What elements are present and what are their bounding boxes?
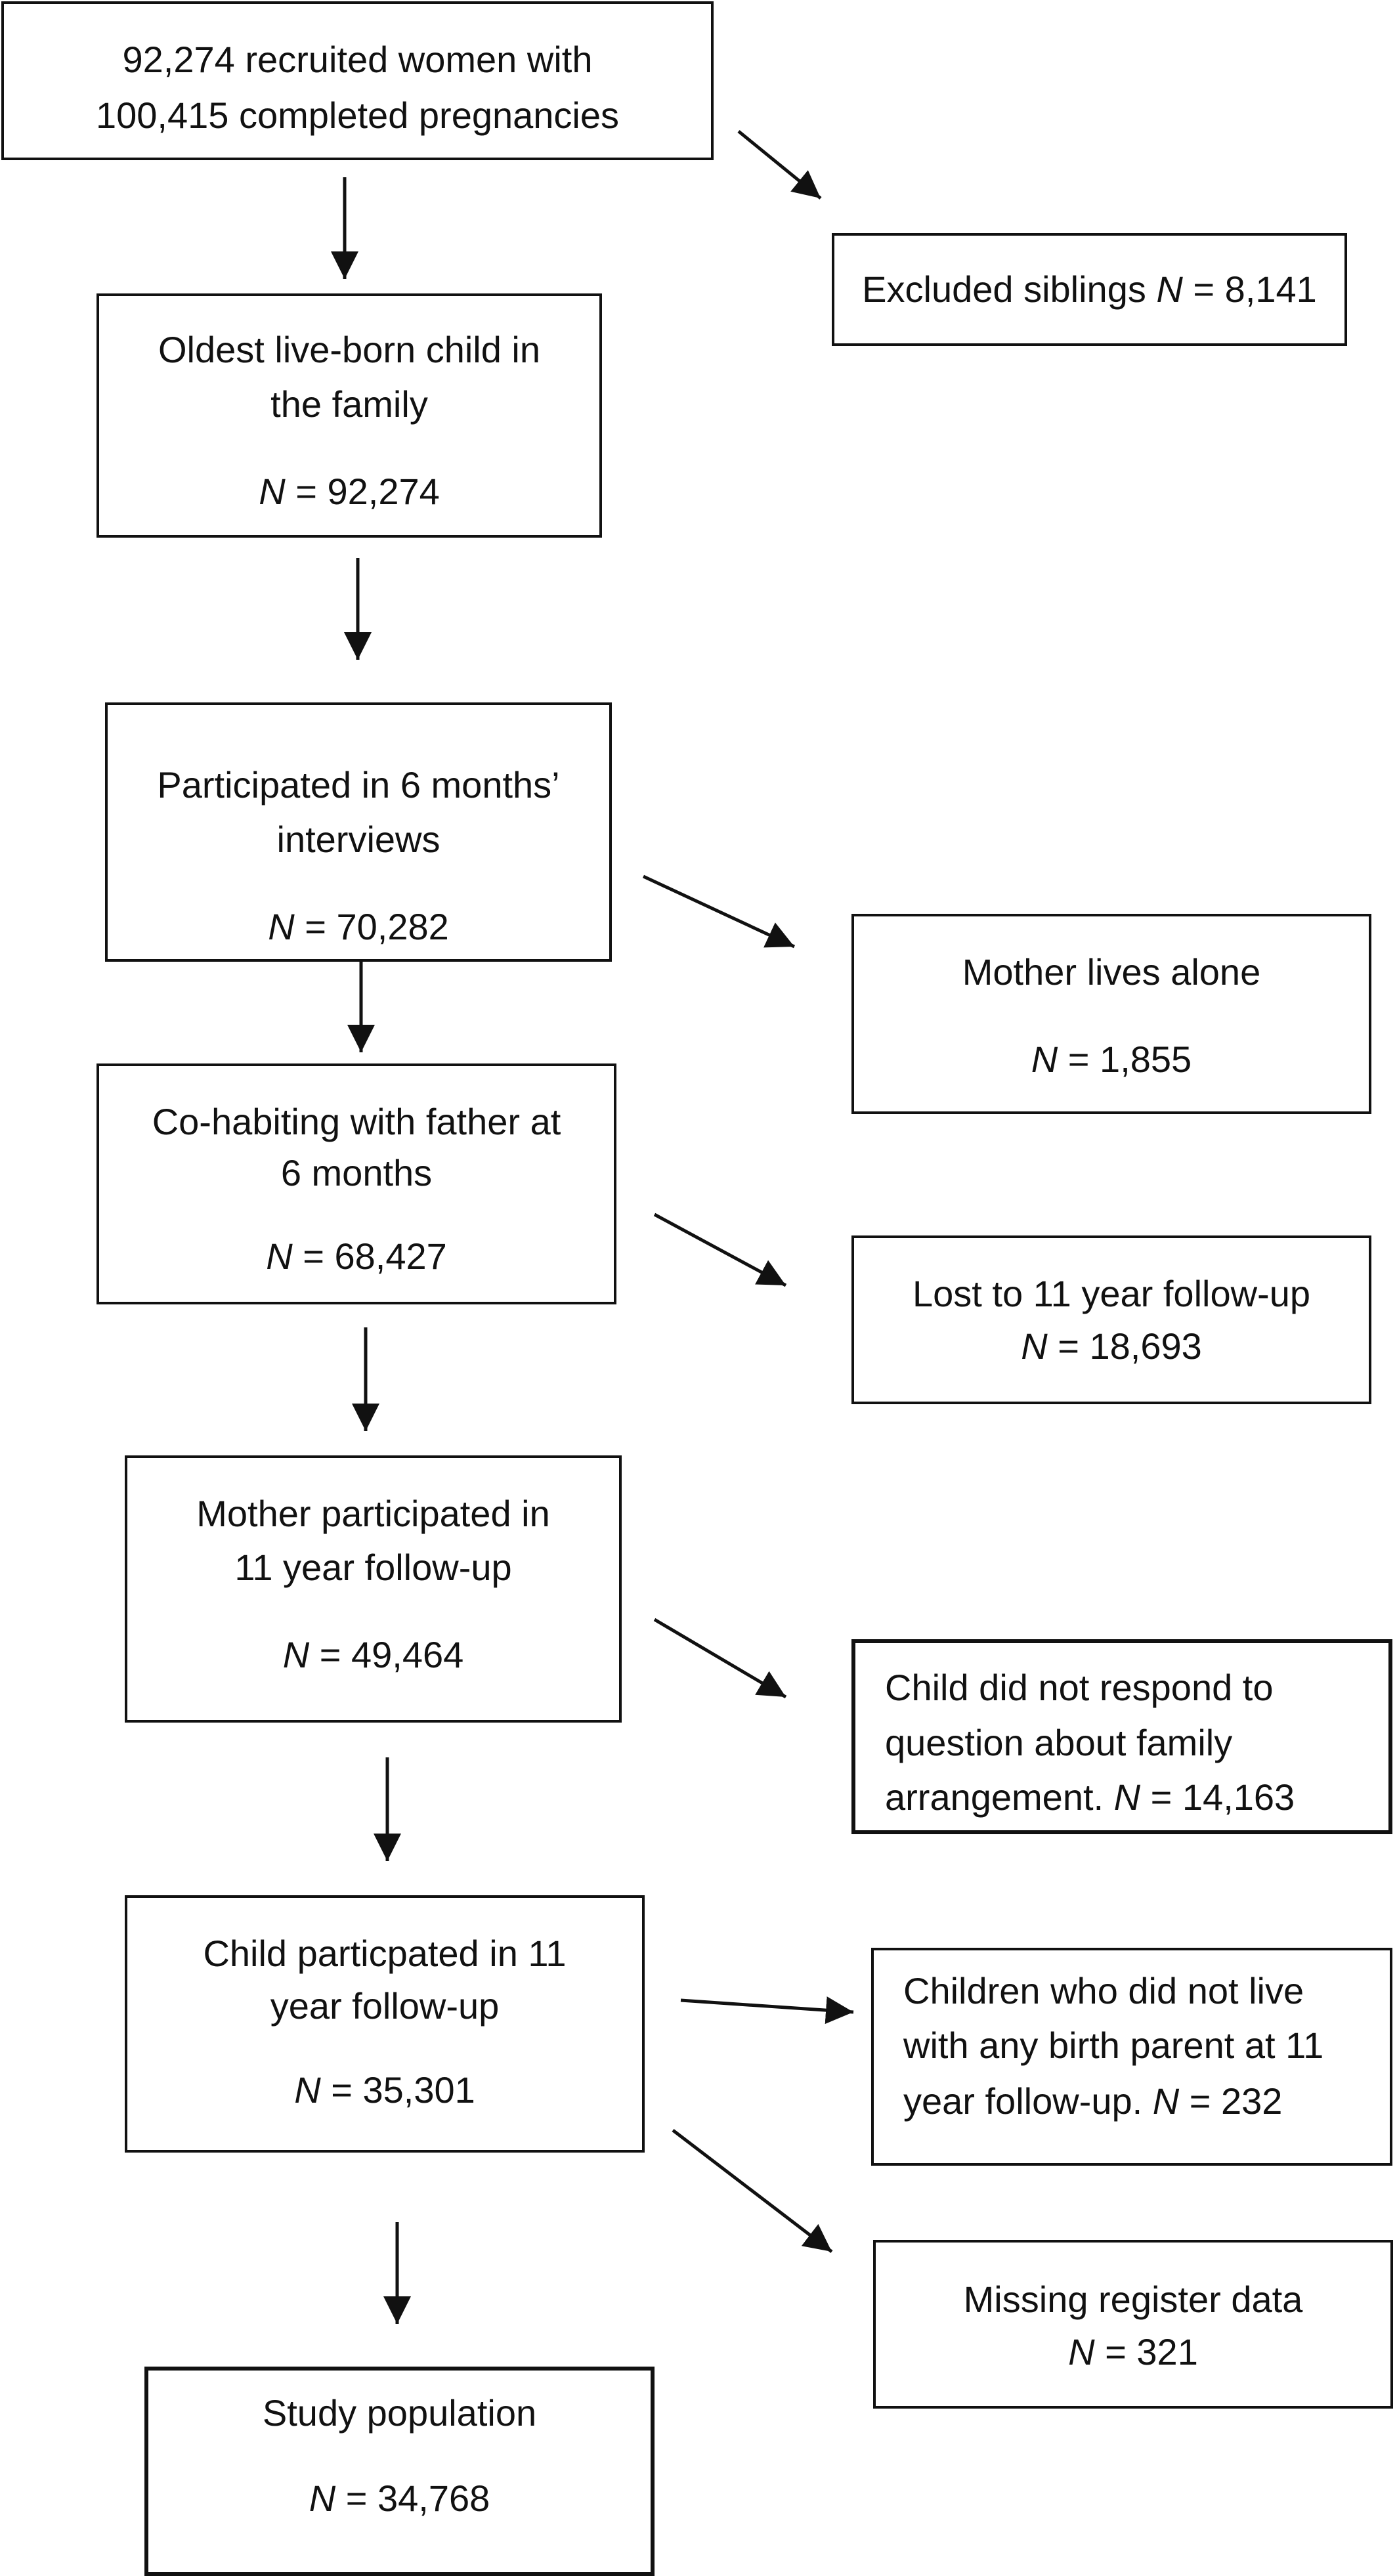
oldest-n: N = 92,274: [99, 465, 599, 518]
nobirthparent-line3: year follow-up. N = 232: [903, 2075, 1383, 2128]
excluded-siblings-text: Excluded siblings: [862, 268, 1157, 310]
excluded-siblings-line: Excluded siblings N = 8,141: [834, 263, 1344, 316]
arrow-child-to-missing: [672, 2129, 833, 2253]
box-study-population: Study population N = 34,768: [144, 2367, 655, 2576]
box-mother-participated: Mother participated in 11 year follow-up…: [125, 1455, 622, 1723]
n-label: N: [266, 1235, 293, 1277]
n-value: = 1,855: [1058, 1039, 1192, 1080]
n-label: N: [294, 2069, 321, 2111]
box-child-no-response: Child did not respond to question about …: [851, 1639, 1392, 1834]
n-label: N: [309, 2478, 336, 2519]
box-recruited: 92,274 recruited women with 100,415 comp…: [1, 1, 714, 160]
nobirthparent-line2: with any birth parent at 11: [903, 2025, 1324, 2066]
lost-line1: Lost to 11 year follow-up: [913, 1273, 1310, 1314]
study-line1: Study population: [262, 2392, 537, 2434]
box-mother-alone: Mother lives alone N = 1,855: [851, 914, 1371, 1114]
n-value: = 49,464: [309, 1634, 464, 1675]
mother-participated-line2: 11 year follow-up: [234, 1547, 512, 1588]
child-participated-line2: year follow-up: [270, 1985, 500, 2027]
arrow-recruited-to-excluded: [737, 130, 822, 200]
n-value: = 8,141: [1182, 268, 1317, 310]
arrow-participated-to-alone: [642, 874, 796, 949]
n-label: N: [268, 906, 295, 947]
noresponse-line1: Child did not respond to: [885, 1667, 1274, 1708]
cohabiting-n: N = 68,427: [99, 1230, 614, 1283]
nobirthparent-line1: Children who did not live: [903, 1970, 1304, 2011]
oldest-line2: the family: [270, 383, 428, 425]
arrow-mother-to-noresponse: [653, 1618, 787, 1699]
cohabiting-line2: 6 months: [280, 1152, 433, 1193]
n-value: = 34,768: [335, 2478, 490, 2519]
box-child-participated: Child particpated in 11 year follow-up N…: [125, 1895, 645, 2153]
recruited-line1: 92,274 recruited women with: [122, 39, 593, 80]
n-value: = 70,282: [294, 906, 449, 947]
n-label: N: [1068, 2331, 1095, 2372]
box-no-birth-parent: Children who did not live with any birth…: [871, 1948, 1392, 2166]
n-value: = 92,274: [285, 471, 440, 512]
n-label: N: [282, 1634, 310, 1675]
n-value: = 68,427: [292, 1235, 447, 1277]
mother-participated-n: N = 49,464: [127, 1629, 619, 1681]
box-oldest-child: Oldest live-born child in the family N =…: [97, 293, 602, 538]
noresponse-line3: arrangement. N = 14,163: [885, 1771, 1382, 1824]
n-value: = 321: [1094, 2331, 1198, 2372]
noresponse-line3-text: arrangement.: [885, 1776, 1114, 1818]
participated-line1: Participated in 6 months’: [157, 764, 560, 805]
arrow-cohabiting-to-lost: [653, 1213, 787, 1287]
n-label: N: [1152, 2080, 1180, 2122]
box-excluded-siblings: Excluded siblings N = 8,141: [832, 233, 1347, 346]
child-participated-n: N = 35,301: [127, 2064, 642, 2116]
n-label: N: [1031, 1039, 1058, 1080]
missing-n: N = 321: [876, 2326, 1390, 2378]
mother-participated-line1: Mother participated in: [196, 1493, 550, 1534]
n-value: = 14,163: [1140, 1776, 1295, 1818]
box-lost-followup: Lost to 11 year follow-up N = 18,693: [851, 1235, 1371, 1404]
participated-line2: interviews: [276, 819, 441, 860]
cohabiting-line1: Co-habiting with father at: [152, 1101, 561, 1142]
oldest-line1: Oldest live-born child in: [158, 329, 541, 370]
missing-line1: Missing register data: [963, 2279, 1303, 2320]
n-value: = 232: [1179, 2080, 1283, 2122]
n-label: N: [1156, 268, 1183, 310]
n-label: N: [1021, 1325, 1048, 1367]
nobirthparent-line3-text: year follow-up.: [903, 2080, 1153, 2122]
child-participated-line1: Child particpated in 11: [203, 1933, 567, 1974]
lost-n: N = 18,693: [854, 1320, 1369, 1373]
n-value: = 35,301: [320, 2069, 475, 2111]
participated-n: N = 70,282: [108, 901, 609, 953]
n-label: N: [1113, 1776, 1141, 1818]
mother-alone-line1: Mother lives alone: [962, 951, 1261, 993]
box-participated-6m: Participated in 6 months’ interviews N =…: [105, 702, 612, 962]
arrow-child-to-nobirthparent: [680, 1996, 854, 2025]
recruited-line2: 100,415 completed pregnancies: [95, 95, 619, 136]
n-value: = 18,693: [1047, 1325, 1202, 1367]
box-cohabiting: Co-habiting with father at 6 months N = …: [97, 1063, 616, 1304]
box-missing-register: Missing register data N = 321: [873, 2240, 1393, 2409]
mother-alone-n: N = 1,855: [854, 1033, 1369, 1086]
noresponse-line2: question about family: [885, 1722, 1233, 1763]
n-label: N: [259, 471, 286, 512]
study-n: N = 34,768: [148, 2472, 651, 2525]
